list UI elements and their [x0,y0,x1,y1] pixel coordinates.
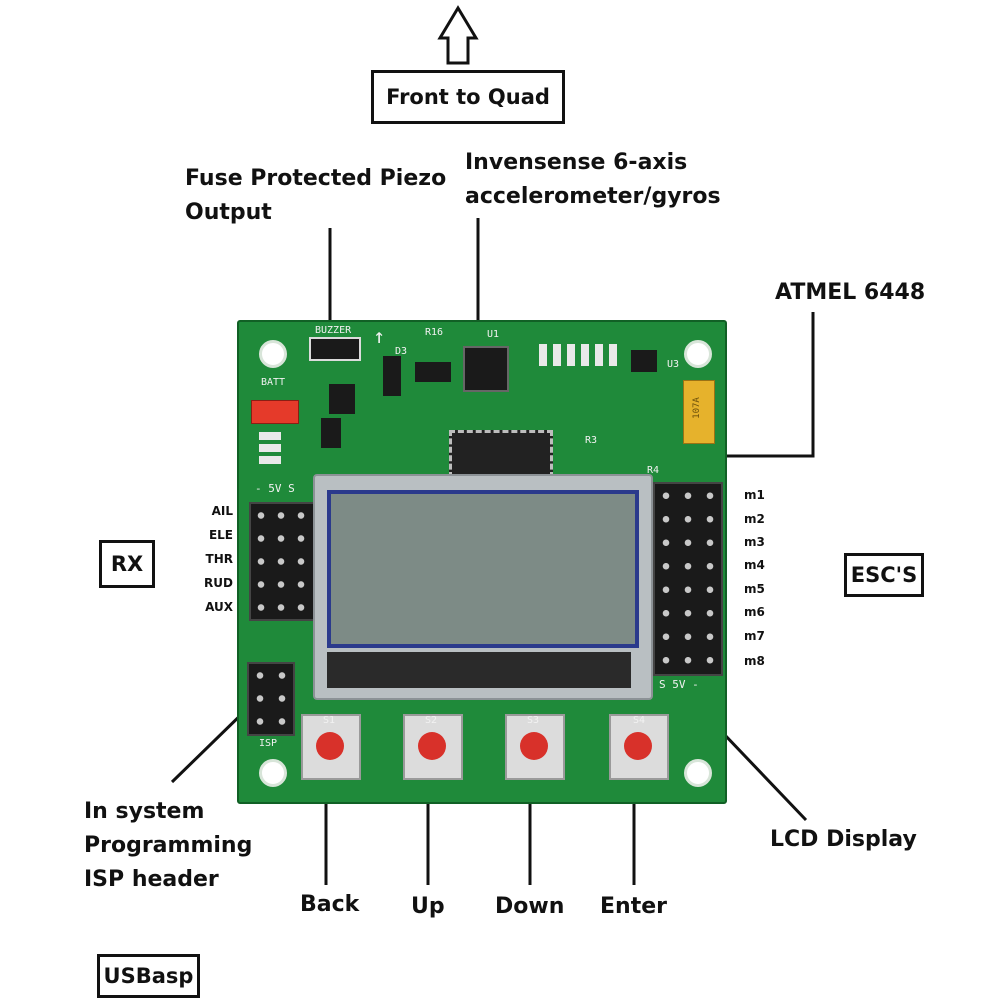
rx-box: RX [99,540,155,588]
button-enter-cap[interactable] [624,732,652,760]
esc-header [653,482,723,676]
silk-u1: U1 [487,329,500,340]
pcb-board: BUZZER BATT U1 R16 D3 U3 R3 R4 - 5V S S … [237,320,727,804]
silk-s4: S4 [633,715,646,726]
back-label: Back [300,892,360,917]
silk-r16: R16 [425,327,444,338]
piezo-label-line2: Output [185,200,272,225]
rx-pin-ele: ELE [208,528,233,542]
tantalum-capacitor: 107A [683,380,715,444]
piezo-label: Fuse Protected Piezo Output [185,162,446,230]
atmel-label: ATMEL 6448 [775,280,926,305]
button-back[interactable] [301,714,361,780]
esc-pin-m8: m8 [744,654,765,668]
lcd-lower-band [327,652,631,688]
isp-label-line3: ISP header [84,867,219,892]
lcd-module [313,474,653,700]
enter-label: Enter [600,894,667,919]
smd-component [329,384,355,414]
esc-pin-m7: m7 [744,629,765,643]
down-label: Down [495,894,565,919]
front-to-quad-label: Front to Quad [386,85,550,109]
silk-isp: ISP [259,738,278,749]
smd-component [383,356,401,396]
mcu-chip [449,430,553,478]
isp-label: In system Programming ISP header [84,795,252,897]
buzzer-header [309,337,361,361]
silk-batt: BATT [261,377,286,388]
piezo-label-line1: Fuse Protected Piezo [185,166,447,191]
usbasp-label: USBasp [103,964,194,988]
resistor-array [539,344,619,366]
rx-pin-aux: AUX [205,600,233,614]
resistor-array [259,432,281,468]
mounting-hole [259,759,287,787]
silk-d3: D3 [395,346,408,357]
escs-label: ESC'S [850,563,918,587]
button-up-cap[interactable] [418,732,446,760]
esc-pin-m3: m3 [744,535,765,549]
lcd-screen [327,490,639,648]
esc-pin-m4: m4 [744,558,765,572]
button-down[interactable] [505,714,565,780]
esc-pin-m6: m6 [744,605,765,619]
front-to-quad-box: Front to Quad [371,70,565,124]
batt-connector [251,400,299,424]
isp-header [247,662,295,736]
button-down-cap[interactable] [520,732,548,760]
invensense-label-line2: accelerometer/gyros [465,184,721,209]
rx-label: RX [110,552,144,576]
smd-component [631,350,657,372]
silk-arrow-icon: ↑ [373,324,386,348]
invensense-label-line1: Invensense 6-axis [465,150,688,175]
rx-pin-thr: THR [205,552,233,566]
esc-pin-m2: m2 [744,512,765,526]
silk-buzzer: BUZZER [315,325,352,336]
silk-r4: R4 [647,465,660,476]
imu-chip [463,346,509,392]
isp-label-line2: Programming [84,833,253,858]
rx-pin-rud: RUD [204,576,233,590]
mounting-hole [684,759,712,787]
silk-rail-right: S 5V - [659,678,699,691]
smd-component [415,362,451,382]
silk-u3: U3 [667,359,680,370]
rx-header [249,502,315,621]
smd-component [321,418,341,448]
mounting-hole [684,340,712,368]
esc-pin-m5: m5 [744,582,765,596]
silk-s3: S3 [527,715,540,726]
button-back-cap[interactable] [316,732,344,760]
up-label: Up [411,894,445,919]
button-up[interactable] [403,714,463,780]
silk-r3: R3 [585,435,598,446]
isp-label-line1: In system [84,799,205,824]
escs-box: ESC'S [844,553,924,597]
esc-pin-m1: m1 [744,488,765,502]
invensense-label: Invensense 6-axis accelerometer/gyros [465,146,721,214]
up-arrow-icon [437,5,479,65]
mounting-hole [259,340,287,368]
lcd-label: LCD Display [770,827,917,852]
silk-s2: S2 [425,715,438,726]
button-enter[interactable] [609,714,669,780]
silk-rail-left: - 5V S [255,482,295,495]
rx-pin-ail: AIL [211,504,233,518]
silk-tantalum: 107A [691,397,702,419]
usbasp-box: USBasp [97,954,200,998]
silk-s1: S1 [323,715,336,726]
